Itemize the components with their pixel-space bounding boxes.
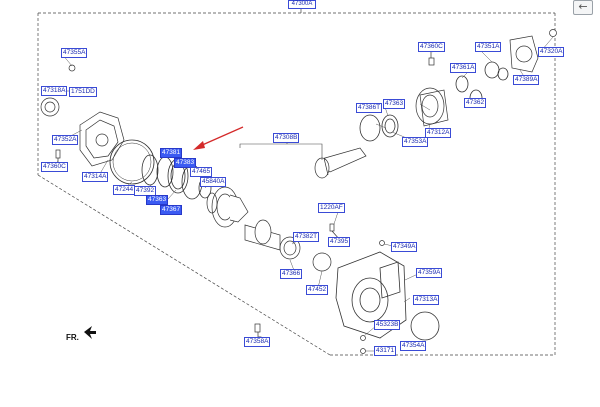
part-label[interactable]: 47314A [82,172,109,182]
part-label[interactable]: 47318A [41,86,68,96]
part-label[interactable]: 47366 [280,269,303,279]
part-label[interactable]: 47389A [513,75,540,85]
assembly-code-label[interactable]: 47300A [288,0,316,9]
part-label[interactable]: 47244 [113,185,136,195]
part-label[interactable]: 47320A [538,47,565,57]
part-label[interactable]: 47308B [273,133,300,143]
back-button[interactable]: ← [573,0,593,15]
part-label[interactable]: 47355A [61,48,88,58]
part-label[interactable]: 1751DD [69,87,97,97]
part-label[interactable]: 45840A [200,177,227,187]
part-label[interactable]: 47465 [190,167,213,177]
part-label[interactable]: 47386T [356,103,383,113]
part-label[interactable]: 47361A [450,63,477,73]
part-label[interactable]: 47363 [383,99,406,109]
part-label[interactable]: 47392 [134,186,157,196]
part-label-highlighted[interactable]: 47367 [160,205,183,215]
part-label[interactable]: 47395 [328,237,351,247]
part-label[interactable]: 47354A [400,341,427,351]
part-label[interactable]: 1220AF [318,203,345,213]
part-label[interactable]: 47452 [306,285,329,295]
part-label[interactable]: 47349A [391,242,418,252]
part-label[interactable]: 43171 [374,346,397,356]
part-label[interactable]: 45323B [374,320,401,330]
part-label[interactable]: 47358A [244,337,271,347]
part-label[interactable]: 47313A [413,295,440,305]
part-label[interactable]: 47362 [464,98,487,108]
part-label-highlighted[interactable]: 47363 [146,195,169,205]
part-label[interactable]: 47382T [293,232,320,242]
front-direction-icon [84,326,96,339]
part-label[interactable]: 47352A [52,135,79,145]
red-pointer-arrow [193,126,244,150]
part-label-highlighted[interactable]: 47381 [160,148,183,158]
part-label[interactable]: 47360C [41,162,68,172]
part-label[interactable]: 47353A [402,137,429,147]
front-direction-label: FR. [66,333,79,342]
part-label[interactable]: 47360C [418,42,445,52]
part-label[interactable]: 47312A [425,128,452,138]
part-label[interactable]: 47351A [475,42,502,52]
part-label[interactable]: 47359A [416,268,443,278]
part-label-highlighted[interactable]: 47383 [174,158,197,168]
